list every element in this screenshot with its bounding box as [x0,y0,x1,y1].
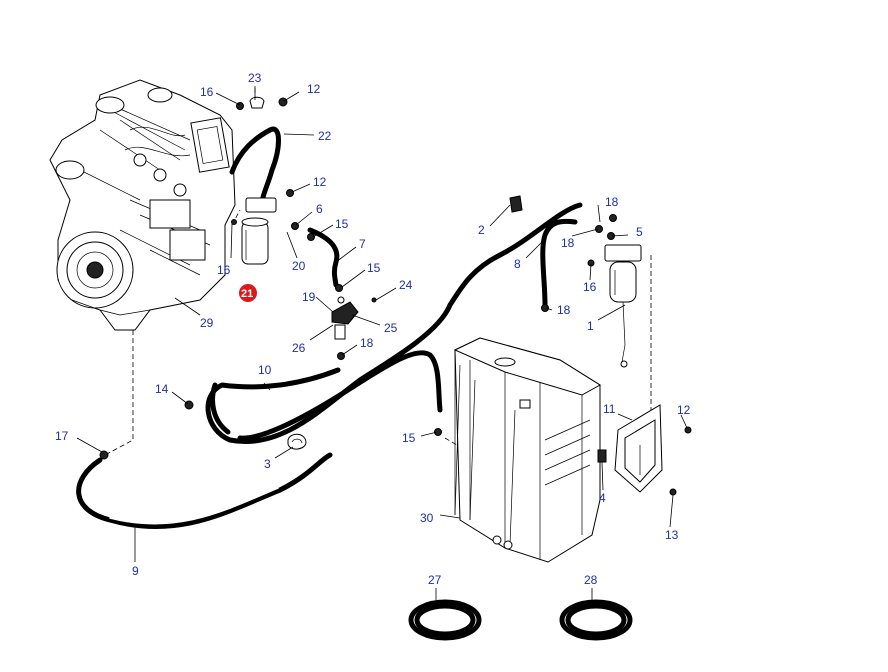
callout-18-fitting: 18 [360,336,374,350]
callout-17: 17 [55,429,69,443]
callout-18-hose8: 18 [557,303,571,317]
callout-16-top: 16 [200,85,214,99]
callout-labels: 1 2 3 4 5 6 7 8 9 10 11 12 12 12 13 14 1… [55,71,691,587]
callout-18-top: 18 [605,195,619,209]
hose-22 [229,126,281,208]
callout-8: 8 [514,257,521,271]
callout-13: 13 [665,528,679,542]
hose-9 [76,452,333,530]
leader-lines [76,86,688,600]
callout-10: 10 [258,363,272,377]
callout-26: 26 [292,341,306,355]
callout-4: 4 [599,491,606,505]
fuel-tank-30 [453,337,601,563]
callout-3: 3 [264,457,271,471]
fuel-filter-21 [241,197,277,265]
callout-15-fitting: 15 [367,261,381,275]
hose-10-return [210,350,443,441]
callout-14: 14 [155,382,169,396]
callout-24: 24 [399,278,413,292]
callout-15-hose7: 15 [335,217,349,231]
callout-5: 5 [636,225,643,239]
water-separator-filter-1 [604,244,642,368]
callout-12-filter: 12 [313,175,327,189]
callout-9: 9 [132,564,139,578]
callout-11: 11 [603,402,616,416]
hose-8 [540,218,578,308]
fitting-assembly-19 [331,296,359,340]
hose-coil-28 [559,599,633,641]
callout-16-engine: 16 [217,263,231,277]
callout-22: 22 [318,129,332,143]
hardware-fittings [99,96,692,496]
clamp-3 [287,433,307,450]
callout-18-mid: 18 [561,236,575,250]
callout-23: 23 [248,71,262,85]
bracket-11 [614,404,663,493]
callout-16-right: 16 [583,280,597,294]
callout-15-tank: 15 [402,431,416,445]
callout-1: 1 [587,319,594,333]
dashed-link-engine-to-17 [104,330,134,456]
callout-2: 2 [478,223,485,237]
highlight-circle [239,284,257,302]
callout-21-highlight-marker: 21 [239,284,257,302]
callout-25: 25 [384,321,398,335]
callout-21: 21 [241,288,253,300]
callout-28: 28 [584,573,598,587]
callout-27: 27 [428,573,442,587]
callout-19: 19 [302,290,316,304]
callout-6: 6 [316,202,323,216]
callout-20: 20 [292,259,306,273]
hose-coil-27 [408,599,482,641]
engine-illustration [49,79,236,331]
callout-12-bracket: 12 [677,403,691,417]
callout-12-top: 12 [307,82,321,96]
callout-7: 7 [359,237,366,251]
callout-30: 30 [420,511,434,525]
callout-29: 29 [200,316,214,330]
